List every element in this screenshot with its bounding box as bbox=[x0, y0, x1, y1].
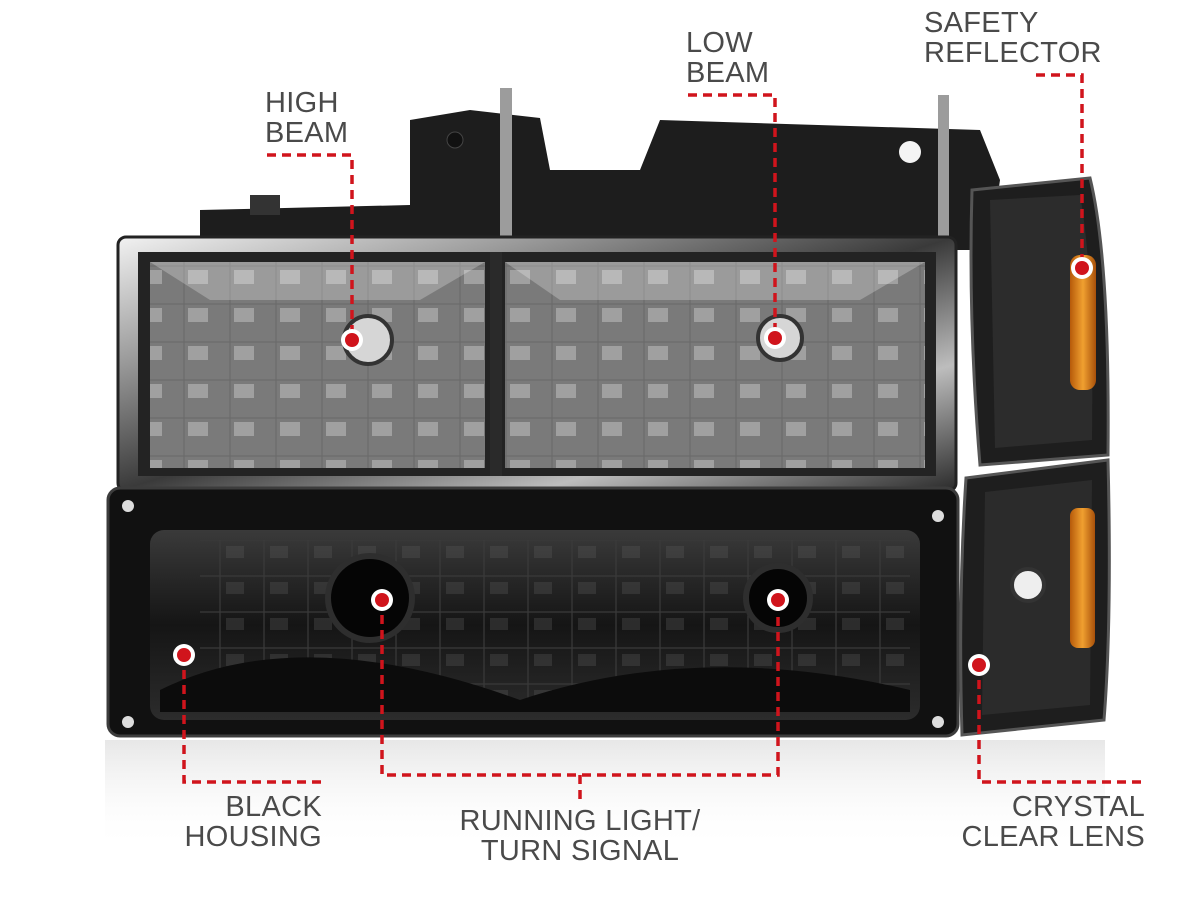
callout-dots bbox=[173, 257, 1093, 676]
crystal-lens-line1: CRYSTAL bbox=[1011, 791, 1145, 823]
low-beam-line2: BEAM bbox=[686, 57, 770, 89]
running-light-line1: RUNNING LIGHT/ bbox=[459, 805, 701, 837]
safety-reflector-line2: REFLECTOR bbox=[924, 37, 1102, 69]
high-beam-label: HIGH BEAM bbox=[265, 88, 348, 148]
mounting-bracket bbox=[200, 88, 1000, 250]
corner-lights bbox=[959, 176, 1111, 737]
adjuster-rod-right bbox=[938, 95, 949, 245]
callout-lines bbox=[182, 73, 1145, 800]
upper-headlight bbox=[116, 235, 958, 493]
high-beam-line2: BEAM bbox=[265, 117, 349, 149]
high-beam-line1: HIGH bbox=[265, 87, 339, 119]
safety-reflector-line1: SAFETY bbox=[924, 7, 1039, 39]
running-light-housing bbox=[106, 486, 960, 738]
low-beam-line1: LOW bbox=[686, 27, 753, 59]
black-housing-line1: BLACK bbox=[225, 791, 322, 823]
side-marker bbox=[1070, 508, 1095, 648]
black-housing-line2: HOUSING bbox=[184, 821, 322, 853]
running-light-label: RUNNING LIGHT/ TURN SIGNAL bbox=[440, 806, 720, 866]
running-light-line2: TURN SIGNAL bbox=[480, 835, 680, 867]
safety-reflector bbox=[1070, 255, 1096, 390]
floor-reflection bbox=[105, 740, 1105, 850]
low-beam-label: LOW BEAM bbox=[686, 28, 769, 88]
crystal-lens-line2: CLEAR LENS bbox=[961, 821, 1145, 853]
adjuster-rod-left bbox=[500, 88, 512, 238]
safety-reflector-label: SAFETY REFLECTOR bbox=[924, 8, 1102, 68]
crystal-lens-label: CRYSTAL CLEAR LENS bbox=[960, 792, 1145, 852]
black-housing-label: BLACK HOUSING bbox=[170, 792, 322, 852]
